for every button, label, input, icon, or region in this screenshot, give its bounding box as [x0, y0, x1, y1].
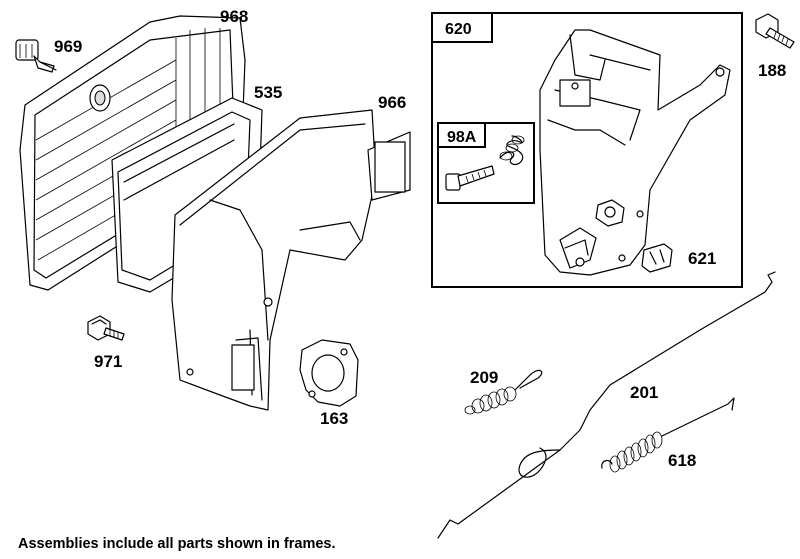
- adjust-screw-98a: [445, 165, 495, 191]
- spring-209: [464, 369, 543, 415]
- label-966: 966: [378, 93, 406, 112]
- gasket-163: [299, 339, 359, 407]
- label-620: 620: [445, 21, 472, 38]
- label-201: 201: [630, 383, 658, 402]
- control-bracket-620: [539, 29, 731, 276]
- label-535: 535: [254, 83, 282, 102]
- label-968: 968: [220, 7, 248, 26]
- label-188: 188: [758, 61, 786, 80]
- footer-note: Assemblies include all parts shown in fr…: [18, 536, 336, 552]
- label-621: 621: [688, 249, 716, 268]
- adjust-spring-98a: [499, 135, 525, 166]
- label-618: 618: [668, 451, 696, 470]
- air-cleaner-base: [171, 109, 411, 411]
- screw-188: [755, 13, 795, 49]
- governor-control-frame: [431, 12, 743, 288]
- label-971: 971: [94, 352, 122, 371]
- clip-621: [641, 243, 673, 273]
- governor-link-201: [437, 271, 776, 539]
- label-209: 209: [470, 368, 498, 387]
- label-98a: 98A: [447, 129, 477, 146]
- bolt-971: [87, 315, 125, 341]
- spring-618: [601, 397, 735, 473]
- label-969: 969: [54, 37, 82, 56]
- knob-screw-969: [15, 39, 57, 73]
- label-163: 163: [320, 409, 348, 428]
- adjustment-kit-frame: [437, 122, 535, 204]
